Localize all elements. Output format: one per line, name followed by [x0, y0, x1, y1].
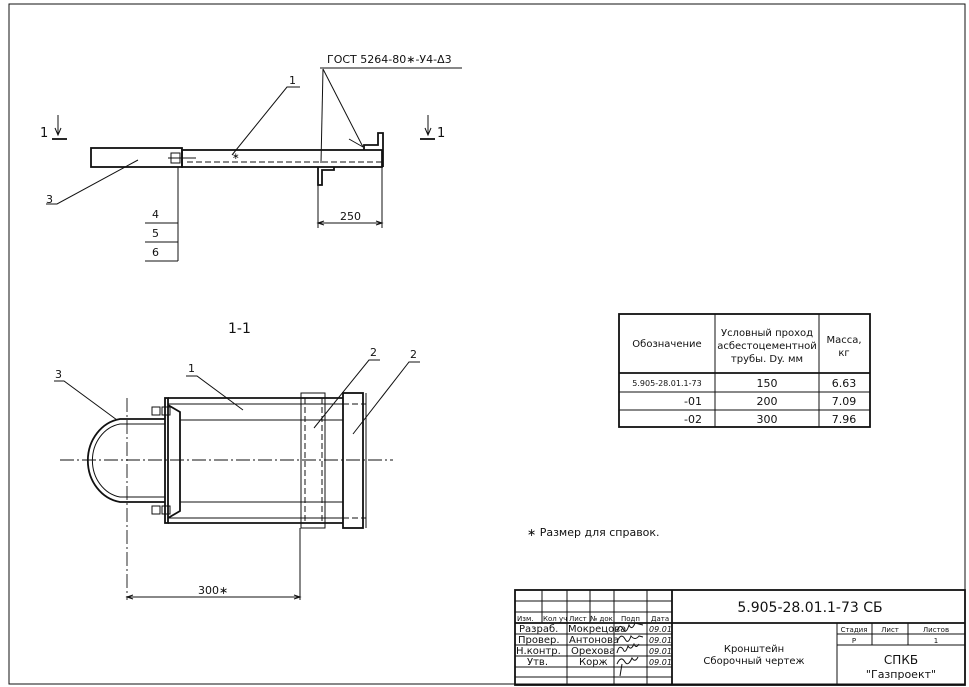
row-2-diameter: 200: [757, 395, 778, 408]
date-approver: 09.01: [649, 658, 672, 667]
spec-table: Обозначение Условный проход асбестоцемен…: [618, 313, 871, 428]
part-2-left: [300, 392, 326, 529]
row-2-designation: -01: [684, 395, 702, 408]
sheet-frame: [8, 3, 966, 685]
role-norm-control: Н.контр.: [516, 646, 561, 657]
col-header-list: Лист: [569, 615, 587, 623]
bracket-stop: [363, 132, 384, 167]
row-1-mass: 6.63: [832, 377, 857, 390]
callout-1-top: 1: [289, 74, 296, 87]
name-approver: Корж: [579, 657, 608, 668]
row-3-diameter: 300: [757, 413, 778, 426]
section-view: 1-1 3 1 2 2 300∗: [54, 321, 420, 600]
svg-text:∗: ∗: [232, 152, 240, 162]
drawing-title: Кронштейн: [724, 644, 784, 655]
signatures: [616, 622, 644, 677]
bracket-lug: [317, 167, 335, 186]
organization-subname: "Газпроект": [866, 668, 936, 681]
dimension-250-label: 250: [340, 210, 361, 223]
col-header-izm: Изм.: [517, 615, 533, 623]
callout-4: 4: [152, 208, 159, 221]
drawing-type: Сборочный чертеж: [703, 656, 804, 667]
header-diameter-2: асбестоцементной: [717, 341, 817, 352]
header-mass-1: Масса,: [826, 335, 861, 346]
section-mark-right-label: 1: [437, 126, 445, 141]
role-checker: Провер.: [518, 635, 560, 646]
weld-note-label: ГОСТ 5264-80∗-У4-Δ3: [327, 53, 452, 66]
row-2-mass: 7.09: [832, 395, 857, 408]
sheet-label: Лист: [881, 626, 899, 634]
title-block: Изм. Кол уч Лист № док Подп Дата Разраб.…: [514, 589, 966, 686]
name-developer: Мокрецова: [568, 624, 626, 635]
u-bolt: [87, 418, 165, 503]
date-norm-control: 09.01: [649, 647, 672, 656]
callout-2-left: 2: [370, 346, 377, 359]
organization-name: СПКБ: [884, 653, 918, 667]
name-checker: Антонова: [569, 635, 619, 646]
col-header-date: Дата: [651, 615, 669, 623]
part-1-body: [181, 149, 383, 168]
sheets-label: Листов: [923, 626, 949, 634]
section-mark-left-label: 1: [40, 126, 48, 141]
section-title: 1-1: [228, 321, 251, 337]
callout-5: 5: [152, 227, 159, 240]
date-developer: 09.01: [649, 625, 672, 634]
stage-label: Стадия: [841, 626, 868, 634]
callout-6: 6: [152, 246, 159, 259]
callout-1-section: 1: [188, 362, 195, 375]
document-number: 5.905-28.01.1-73 СБ: [737, 600, 882, 616]
row-3-designation: -02: [684, 413, 702, 426]
callout-3-top: 3: [46, 193, 53, 206]
date-checker: 09.01: [649, 636, 672, 645]
col-header-signature: Подп: [621, 615, 640, 623]
role-approver: Утв.: [527, 657, 548, 668]
header-mass-2: кг: [838, 348, 849, 359]
row-1-diameter: 150: [757, 377, 778, 390]
section-arrow-left-icon: [52, 115, 67, 140]
header-diameter-1: Условный проход: [721, 328, 813, 339]
callout-3-section: 3: [55, 368, 62, 381]
col-header-doc-no: № док: [590, 615, 613, 623]
name-norm-control: Орехова: [571, 646, 615, 657]
reference-note: ∗ Размер для справок.: [527, 526, 660, 539]
row-1-designation: 5.905-28.01.1-73: [632, 379, 701, 388]
top-view: 1 1 250 4 5 6 3 1: [40, 53, 462, 262]
dimension-300-label: 300∗: [198, 584, 228, 597]
sheets-value: 1: [934, 637, 938, 645]
header-designation: Обозначение: [632, 339, 701, 350]
stage-value: Р: [852, 637, 856, 645]
row-3-mass: 7.96: [832, 413, 857, 426]
part-2-right: [342, 392, 364, 529]
col-header-kol-uch: Кол уч: [543, 615, 567, 623]
section-arrow-right-icon: [420, 115, 435, 140]
role-developer: Разраб.: [519, 624, 558, 635]
callout-2-right: 2: [410, 348, 417, 361]
header-diameter-3: трубы. Dy. мм: [731, 354, 803, 365]
